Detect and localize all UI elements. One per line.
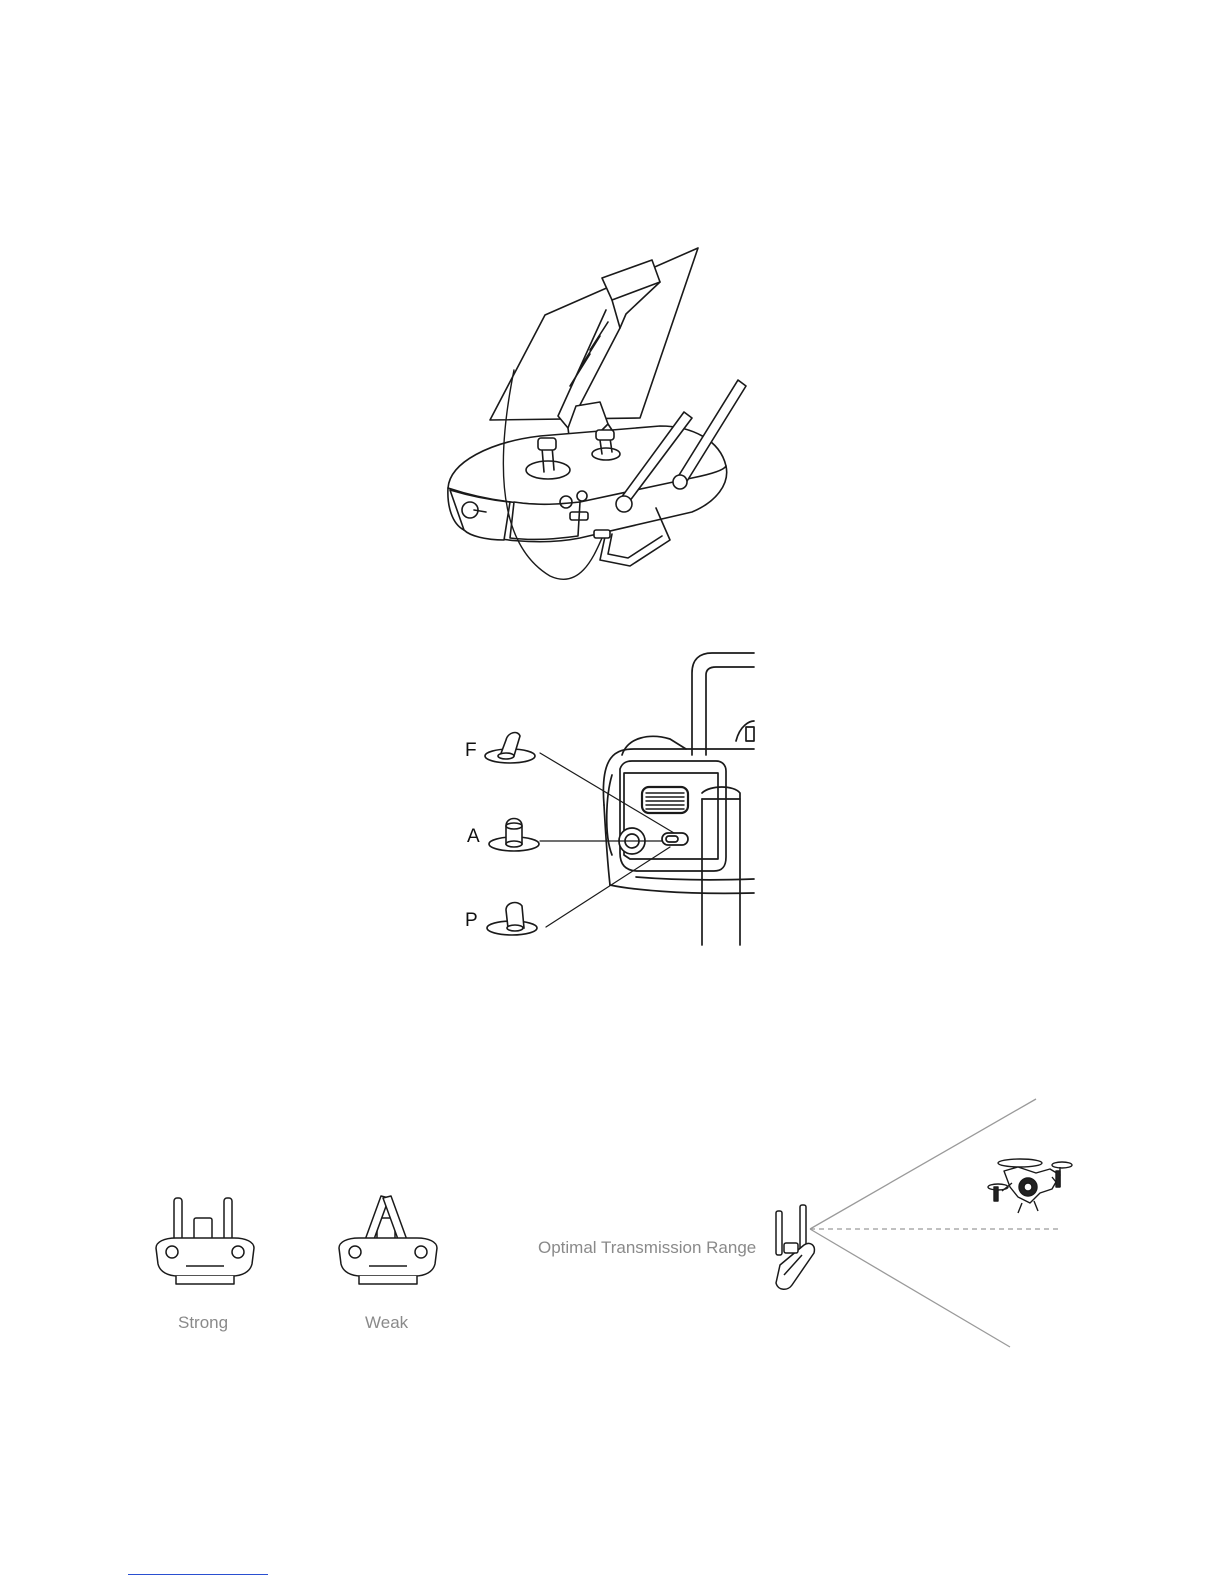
mode-a-icon	[484, 814, 544, 854]
tablet-panel	[490, 248, 698, 420]
mode-label-p: P	[465, 910, 478, 932]
mode-label-a: A	[467, 826, 480, 848]
transmission-range-illustration	[770, 1095, 1070, 1350]
controller-mount-illustration	[430, 240, 770, 590]
antenna-strong-illustration	[150, 1192, 260, 1287]
footer-link-underline[interactable]	[128, 1574, 268, 1575]
range-label: Optimal Transmission Range	[538, 1238, 756, 1258]
range-lower-line	[810, 1229, 1010, 1347]
mode-p-icon	[482, 898, 542, 938]
strong-caption: Strong	[178, 1313, 228, 1333]
mode-f-icon	[480, 726, 540, 766]
antenna-weak-illustration	[333, 1192, 443, 1287]
mode-label-f: F	[465, 740, 477, 762]
weak-caption: Weak	[365, 1313, 408, 1333]
